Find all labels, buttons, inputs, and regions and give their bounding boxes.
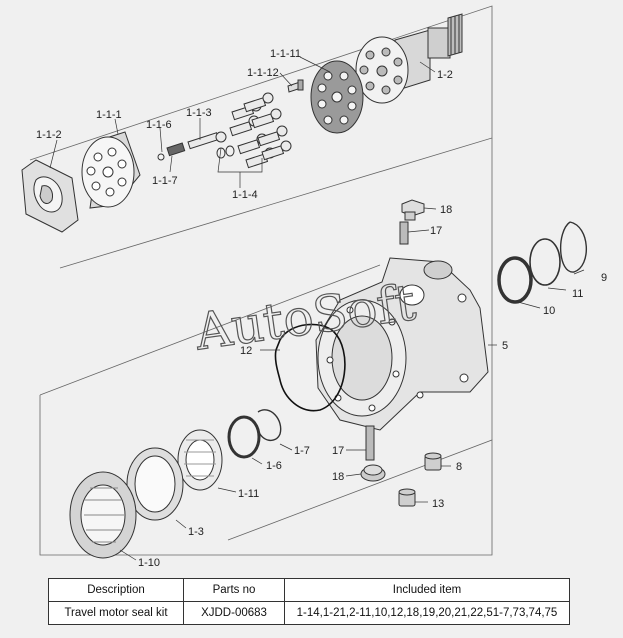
piston-set-part — [187, 92, 292, 169]
lower-stud-part — [360, 425, 386, 482]
o-ring-part — [274, 323, 346, 412]
oil-seal-part — [126, 447, 184, 521]
label-18-top: 18 — [440, 204, 452, 216]
label-1-1-6: 1-1-6 — [146, 119, 172, 131]
label-1-1-3: 1-1-3 — [186, 107, 212, 119]
plug-parts — [398, 452, 442, 507]
top-bolt-part — [399, 199, 425, 245]
label-1-1-7: 1-1-7 — [152, 175, 178, 187]
cylinder-block-part — [81, 131, 141, 209]
label-1-7: 1-7 — [294, 445, 310, 457]
label-1-1-1: 1-1-1 — [96, 109, 122, 121]
label-1-3: 1-3 — [188, 526, 204, 538]
roller-bearing-part — [69, 471, 137, 559]
seal-ring-parts — [497, 221, 588, 304]
label-10: 10 — [543, 305, 555, 317]
needle-bearing-part — [177, 429, 223, 491]
small-bolt-part — [287, 79, 304, 93]
seal-kit-table: Description Parts no Included item Trave… — [48, 578, 570, 625]
leader-lines — [49, 56, 585, 561]
label-17-bottom: 17 — [332, 445, 344, 457]
label-17-top: 17 — [430, 225, 442, 237]
valve-plate-part — [310, 60, 364, 134]
label-13: 13 — [432, 498, 444, 510]
label-18-bottom: 18 — [332, 471, 344, 483]
swash-plate-part — [21, 159, 79, 233]
label-1-6: 1-6 — [266, 460, 282, 472]
table-header-row: Description Parts no Included item — [48, 578, 570, 602]
header-parts-no: Parts no — [183, 578, 285, 602]
spring-part — [157, 142, 186, 161]
small-ring-parts — [227, 409, 282, 459]
label-1-2: 1-2 — [437, 69, 453, 81]
label-1-1-4: 1-1-4 — [232, 189, 258, 201]
cell-included-item: 1-14,1-21,2-11,10,12,18,19,20,21,22,51-7… — [284, 601, 570, 625]
cell-parts-no: XJDD-00683 — [183, 601, 285, 625]
label-1-1-11: 1-1-11 — [270, 48, 301, 60]
label-1-1-12: 1-1-12 — [247, 67, 279, 79]
label-1-10: 1-10 — [138, 557, 160, 569]
label-1-11: 1-11 — [238, 488, 259, 500]
assembly-boundary — [29, 5, 493, 556]
exploded-parts-diagram: AutoSoft 1-1-11 1-1-12 1-2 1-1-1 1-1-2 1… — [21, 5, 607, 569]
label-9: 9 — [601, 272, 607, 284]
table-row: Travel motor seal kit XJDD-00683 1-14,1-… — [48, 601, 570, 625]
header-description: Description — [48, 578, 184, 602]
label-5: 5 — [502, 340, 508, 352]
motor-housing-part — [315, 257, 489, 431]
label-1-1-2: 1-1-2 — [36, 129, 62, 141]
callout-labels: 1-1-11 1-1-12 1-2 1-1-1 1-1-2 1-1-3 1-1-… — [36, 48, 607, 569]
label-11-ring: 11 — [572, 288, 583, 300]
header-included-item: Included item — [284, 578, 570, 602]
shaft-part — [355, 13, 463, 104]
label-8: 8 — [456, 461, 462, 473]
cell-description: Travel motor seal kit — [48, 601, 184, 625]
label-12: 12 — [240, 345, 252, 357]
